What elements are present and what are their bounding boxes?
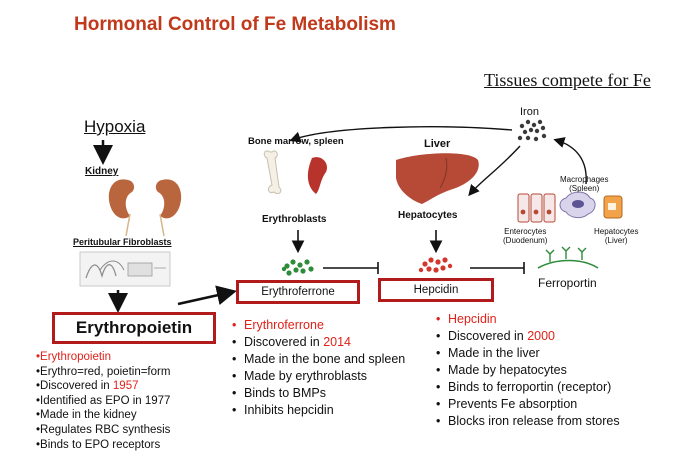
fibroblast-schematic-icon: [79, 251, 171, 287]
hepatocytes-cell-label: Hepatocytes(Liver): [594, 227, 639, 245]
list-item: •Erythropoietin: [36, 351, 111, 363]
list-item: •Prevents Fe absorption: [436, 397, 578, 411]
hepcidin-box-label: Hepcidin: [413, 284, 459, 296]
list-item: •Binds to EPO receptors: [36, 438, 161, 451]
iron-dots-icon: [517, 119, 547, 142]
page-title: Hormonal Control of Fe Metabolism: [74, 14, 396, 35]
erythropoietin-list: •Erythropoietin •Erythro=red, poietin=fo…: [36, 350, 170, 452]
erythroferrone-box: Erythroferrone: [236, 280, 360, 304]
enterocytes-label: Enterocytes(Duodenum): [503, 227, 548, 245]
list-item: •Made by erythroblasts: [232, 369, 367, 383]
list-item: •Made in the kidney: [36, 409, 137, 422]
list-item: •Erythro=red, poietin=form: [36, 365, 171, 378]
list-item: •Binds to BMPs: [232, 386, 326, 400]
iron-label: Iron: [520, 106, 539, 118]
bone-marrow-label: Bone marrow, spleen: [248, 136, 344, 147]
list-item: •Erythroferrone: [232, 318, 324, 332]
list-item: •Made by hepatocytes: [436, 363, 567, 377]
kidney-label: Kidney: [85, 166, 119, 177]
list-item: •Made in the bone and spleen: [232, 352, 406, 366]
macrophage-icon: [559, 191, 596, 219]
iron-to-liver-arrow: [468, 145, 521, 197]
liver-icon: [396, 153, 479, 204]
list-item: •Hepcidin: [436, 312, 497, 326]
erythroferrone-box-label: Erythroferrone: [261, 286, 335, 298]
hepatocyte-cell-icon: [603, 195, 623, 219]
list-item: •Discovered in 2000: [436, 329, 556, 343]
erythroblasts-label: Erythroblasts: [262, 214, 327, 225]
list-item: •Discovered in 1957: [36, 380, 139, 393]
macrophages-to-iron-arrow: [553, 137, 587, 185]
list-item: •Blocks iron release from stores: [436, 414, 620, 428]
enterocytes-icon: [517, 193, 556, 223]
hepcidin-dots-icon: [418, 257, 453, 273]
liver-label: Liver: [424, 138, 451, 150]
list-item: •Inhibits hepcidin: [232, 403, 334, 417]
erythroferrone-dots-icon: [281, 259, 314, 276]
spleen-icon: [307, 157, 328, 194]
epo-to-erythroferrone-arrow: [177, 285, 237, 306]
list-item: •Identified as EPO in 1977: [36, 394, 171, 407]
list-item: •Discovered in 2014: [232, 335, 352, 349]
ferroportin-label: Ferroportin: [538, 276, 597, 290]
erythropoietin-box-label: Erythropoietin: [75, 318, 193, 337]
iron-to-bone-marrow-arrow: [289, 126, 513, 143]
erythropoietin-box: Erythropoietin: [52, 312, 216, 344]
bone-icon: [263, 150, 282, 195]
hepcidin-box: Hepcidin: [378, 278, 494, 302]
list-item: •Regulates RBC synthesis: [36, 423, 171, 436]
kidney-icon: [108, 179, 182, 237]
hepatocytes-label: Hepatocytes: [398, 210, 458, 221]
list-item: •Binds to ferroportin (receptor): [436, 380, 612, 394]
fibroblasts-label: Peritubular Fibroblasts: [73, 237, 172, 247]
ferroportin-icon: [537, 246, 599, 269]
list-item: •Made in the liver: [436, 346, 540, 360]
hepcidin-list: •Hepcidin •Discovered in 2000 •Made in t…: [436, 311, 620, 430]
subtitle: Tissues compete for Fe: [484, 70, 651, 90]
macrophages-label: Macrophages(Spleen): [560, 175, 609, 193]
erythroferrone-list: •Erythroferrone •Discovered in 2014 •Mad…: [232, 317, 405, 419]
hypoxia-label: Hypoxia: [84, 117, 146, 136]
